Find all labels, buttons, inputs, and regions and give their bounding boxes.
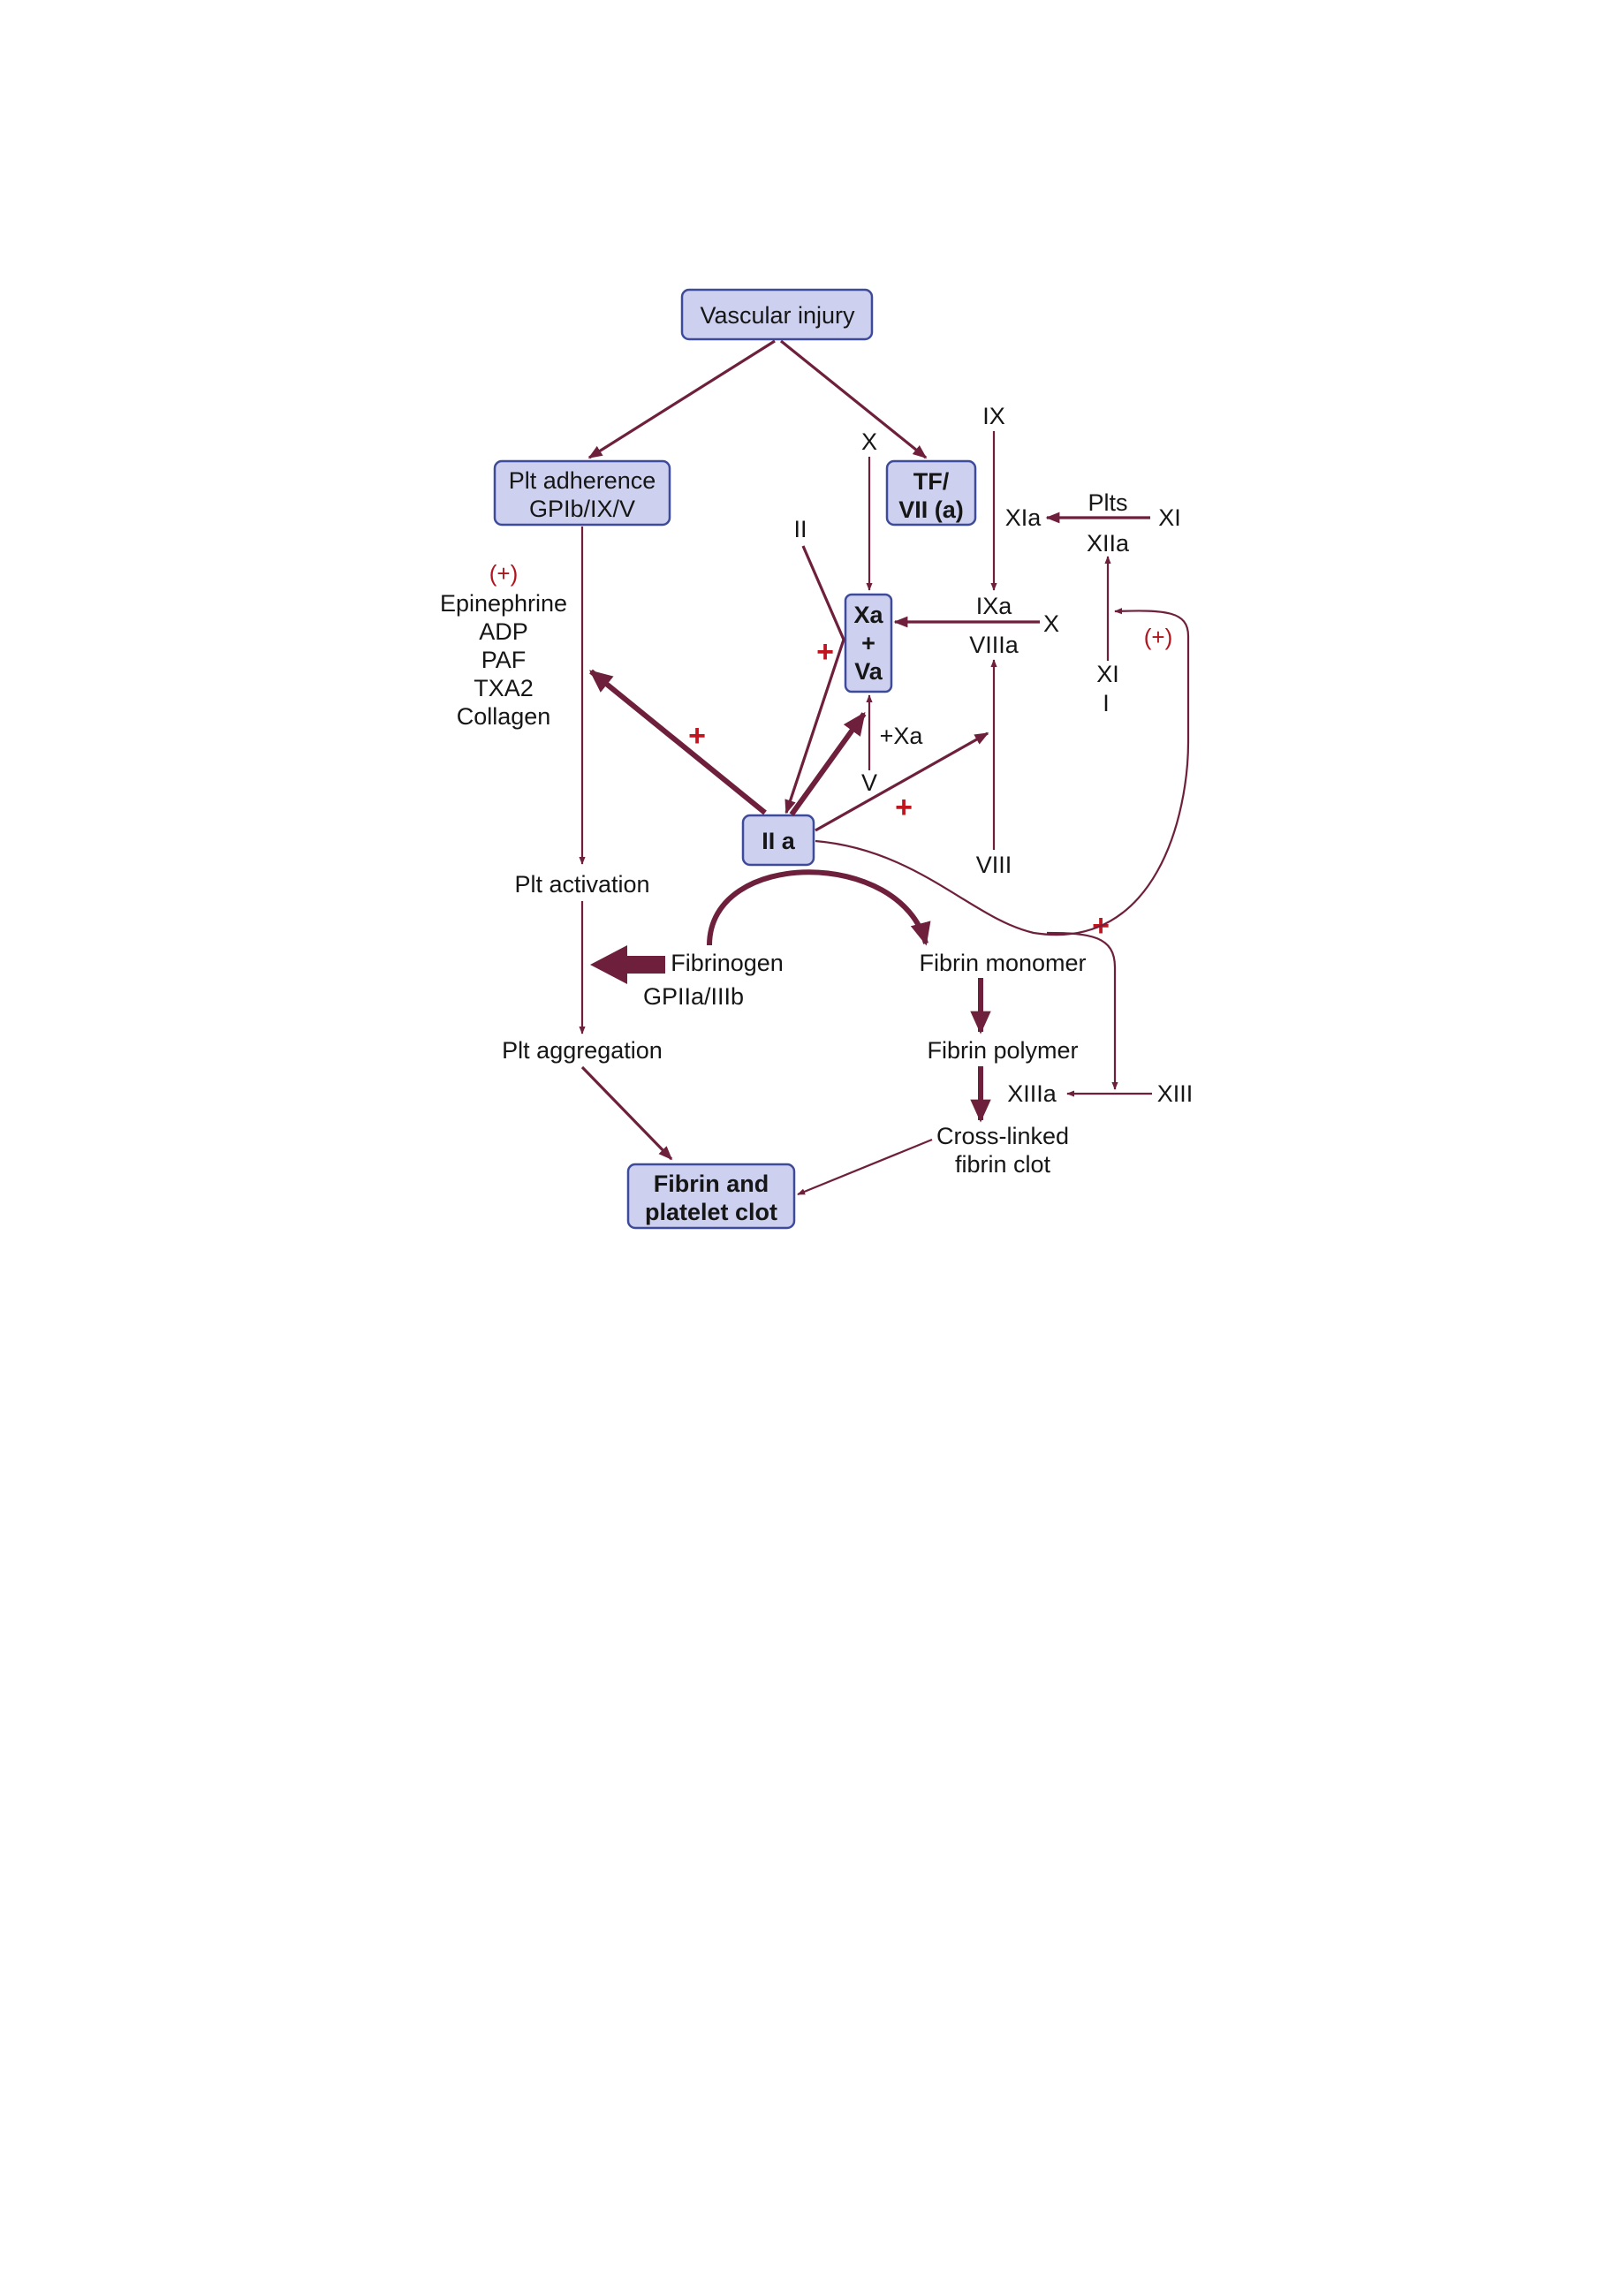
vii-a-label: VII (a) [898, 496, 964, 523]
iia-box: II a [741, 814, 815, 867]
cross-linked-label: Cross-linked [936, 1123, 1069, 1149]
fibrin-platelet-clot-box: Fibrin and platelet clot [626, 1163, 796, 1230]
xa-va-box: Xa + Va [844, 593, 893, 693]
vascular-injury-label: Vascular injury [700, 302, 855, 329]
xa-va-plus: + [861, 630, 875, 656]
agonist-adp: ADP [479, 618, 528, 645]
fibrin-and-label: Fibrin and [654, 1171, 769, 1197]
arrow-ii-to-iia [784, 545, 845, 815]
xa-label: Xa [853, 602, 883, 628]
arrow-fibrinogen-to-monomer [707, 869, 931, 946]
factor-xiii: XIII [1157, 1080, 1194, 1107]
factor-ii: II [793, 516, 807, 542]
arrow-crosslinked-to-clot [797, 1138, 933, 1196]
agonist-positive-marker: (+) [489, 560, 519, 587]
agonist-collagen: Collagen [457, 703, 551, 730]
arrow-iia-to-viii [815, 731, 989, 832]
plts-label: Plts [1088, 489, 1127, 516]
factor-i-lower: I [1103, 690, 1110, 716]
factor-xiiia: XIIIa [1007, 1080, 1057, 1107]
gpib-label: GPIb/IX/V [529, 496, 635, 522]
factor-ixa: IXa [976, 593, 1013, 619]
arrow-iia-to-xava [789, 711, 867, 816]
arrow-fibrinogen-to-platelets [590, 945, 665, 984]
factor-x-right: X [1043, 610, 1059, 637]
plus-xa-label: +Xa [880, 723, 924, 749]
agonist-paf: PAF [481, 647, 527, 673]
agonist-epinephrine: Epinephrine [440, 590, 567, 617]
plt-aggregation-label: Plt aggregation [502, 1037, 663, 1064]
factor-xiia: XIIa [1087, 530, 1130, 557]
arrow-injury-to-tf [779, 339, 928, 459]
plt-activation-label: Plt activation [514, 871, 649, 898]
plt-adherence-box: Plt adherence GPIb/IX/V [493, 459, 671, 527]
factor-viii: VIII [976, 852, 1012, 878]
fibrin-clot-label: fibrin clot [955, 1151, 1051, 1178]
plus-sign-ii: + [816, 635, 834, 669]
factor-v: V [861, 769, 877, 796]
factor-xi-lower: XI [1096, 661, 1119, 687]
iia-label: II a [762, 828, 796, 854]
factor-xi-top: XI [1158, 504, 1181, 531]
fibrin-monomer-label: Fibrin monomer [919, 950, 1086, 976]
arrow-iia-to-xiii-activation [1046, 931, 1118, 1090]
arrow-aggregation-to-clot [580, 1065, 673, 1161]
positive-feedback-marker: (+) [1144, 624, 1173, 650]
agonist-txa2: TXA2 [474, 675, 534, 701]
fibrin-polymer-label: Fibrin polymer [927, 1037, 1078, 1064]
fibrinogen-label: Fibrinogen [671, 950, 784, 976]
tf-vii-box: TF/ VII (a) [885, 459, 977, 527]
plus-sign-viii: + [895, 791, 913, 824]
factor-viiia: VIIIa [969, 632, 1019, 658]
tf-label: TF/ [913, 468, 950, 495]
arrow-iia-to-agonists [588, 669, 767, 815]
factor-xia: XIa [1005, 504, 1042, 531]
platelet-clot-label: platelet clot [645, 1199, 777, 1225]
plus-sign-platelet: + [688, 719, 706, 753]
va-label: Va [854, 658, 883, 685]
arrow-iia-feedback-to-xi [815, 608, 1190, 936]
vascular-injury-box: Vascular injury [680, 288, 874, 341]
plt-adherence-label: Plt adherence [509, 467, 656, 494]
gpiia-iiib-label: GPIIa/IIIb [643, 983, 744, 1010]
factor-ix: IX [982, 403, 1005, 429]
arrow-injury-to-adherence [587, 339, 776, 459]
factor-x-top: X [861, 428, 877, 455]
